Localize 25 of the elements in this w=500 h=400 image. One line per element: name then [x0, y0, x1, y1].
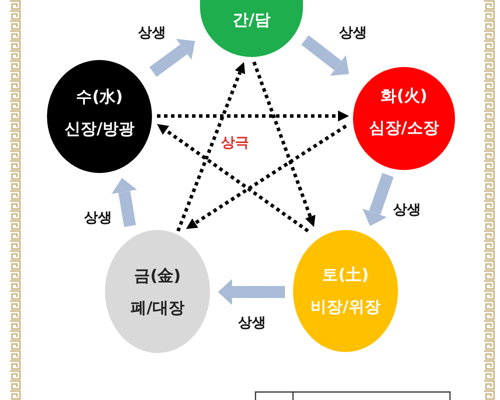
- node-text: 신장/방광: [64, 118, 134, 138]
- node-text: 수(水): [76, 86, 123, 106]
- edge-label: 상생: [138, 24, 166, 42]
- edge-label: 상생: [238, 314, 266, 332]
- edge-label: 상생: [339, 24, 367, 42]
- node-text: 간/담: [232, 10, 270, 30]
- node-text: 토(土): [322, 265, 369, 285]
- edge-label: 상생: [84, 209, 112, 227]
- edge-label: 상생: [393, 201, 421, 219]
- node-text: 비장/위장: [310, 297, 380, 317]
- node-text: 화(火): [380, 86, 428, 106]
- node-text: 금(金): [134, 266, 181, 286]
- block-arrow: [301, 35, 349, 76]
- block-arrow: [362, 173, 394, 226]
- dotted-arrow: [157, 110, 349, 122]
- dotted-arrow: [252, 61, 316, 227]
- text-label: 상극: [221, 134, 249, 152]
- dotted-arrow: [186, 124, 347, 229]
- block-arrow: [111, 178, 138, 227]
- dotted-arrow: [176, 62, 246, 232]
- dotted-arrow: [157, 124, 310, 232]
- node-text: 폐/대장: [130, 298, 184, 318]
- block-arrow: [218, 279, 285, 305]
- node-text: 심장/소장: [369, 118, 439, 138]
- block-arrow: [149, 38, 195, 77]
